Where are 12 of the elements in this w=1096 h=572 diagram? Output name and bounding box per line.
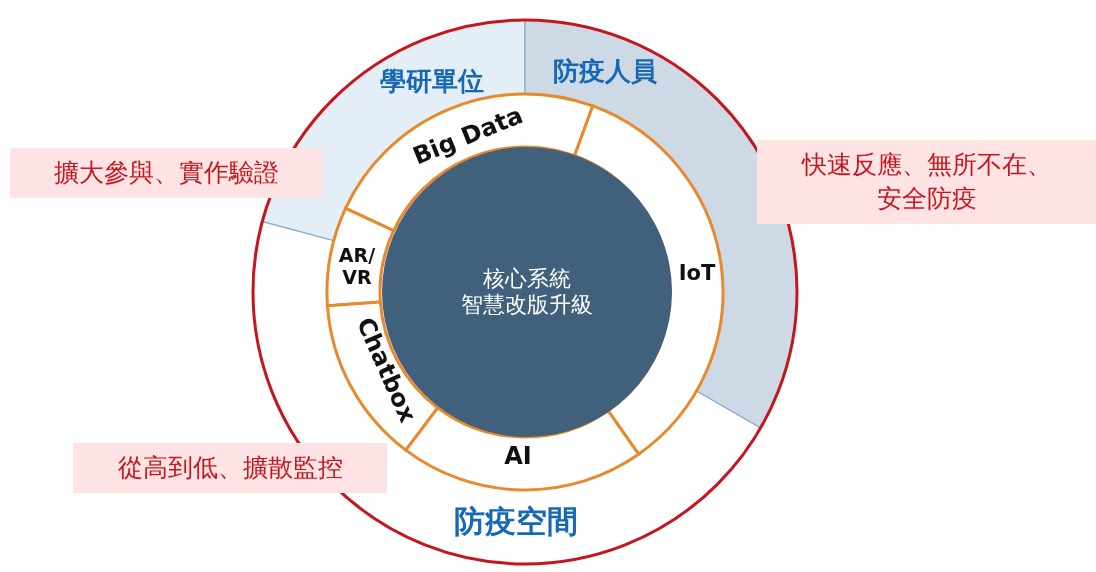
core-label: 核心系統 [482,265,572,292]
sector-title: 防疫人員 [553,56,657,88]
sector-title: 防疫空間 [454,503,578,541]
note-label: 擴大參與、實作驗證 [10,148,322,198]
sector-title: 學研單位 [380,66,484,98]
note-label: 快速反應、無所不在、安全防疫 [757,140,1096,224]
segment-label: AR/VR [337,245,377,289]
segment-label: IoT [678,261,716,287]
segment-label: Big Data [408,100,528,172]
segment-label: AI [504,441,532,471]
core-label: 智慧改版升級 [461,292,593,319]
note-label: 從高到低、擴散監控 [73,443,387,493]
